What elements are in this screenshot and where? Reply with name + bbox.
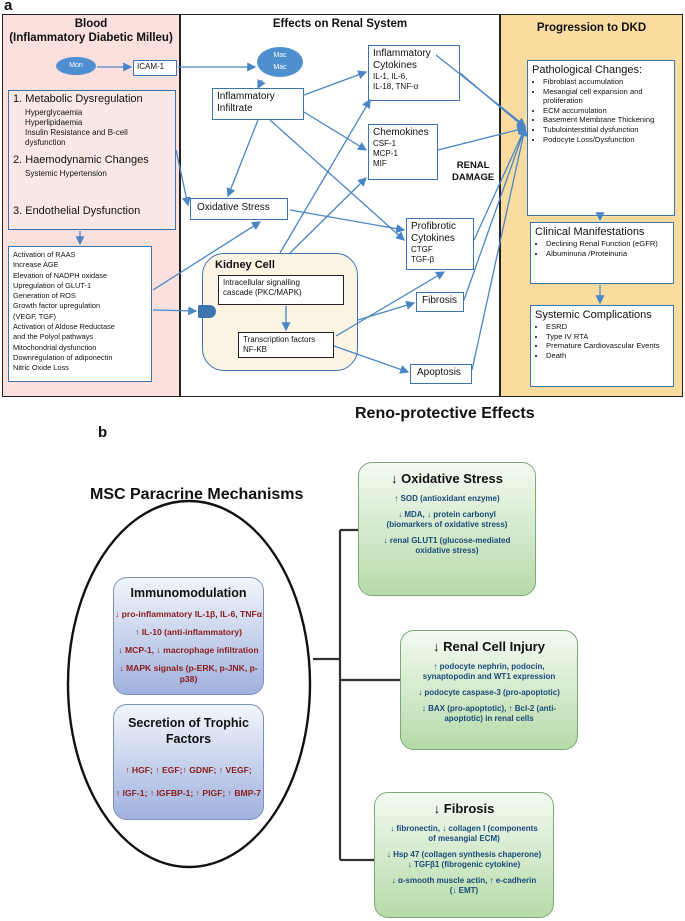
fibrosis-box: Fibrosis [416, 292, 464, 312]
renal-item: ↓ BAX (pro-apoptotic), ↑ Bcl-2 (anti-apo… [421, 704, 557, 723]
reno-protective-title: Reno-protective Effects [355, 405, 535, 422]
mechanism-item: Nitric Oxide Loss [13, 363, 69, 373]
systemic-item: ESRD [546, 322, 669, 332]
panel-a-label: a [4, 0, 13, 14]
patho-item: ECM accumulation [543, 106, 670, 116]
renal-item: ↑ podocyte nephrin, podocin,synaptopodin… [422, 662, 556, 681]
chemokines-box: Chemokines CSF-1 MCP-1 MIF [368, 124, 438, 180]
systemic-item: Death [546, 351, 669, 361]
fib-item: ↓ α-smooth muscle actin, ↑ e-cadherin(↓ … [391, 876, 537, 895]
haemodynamic-sub: Systemic Hypertension [25, 169, 107, 178]
mechanism-item: Mitochondrial dysfunction [13, 342, 97, 352]
patho-item: Tubulointerstitial dysfunction [543, 125, 670, 135]
pathological-changes-box: Pathological Changes: Fibroblast accumul… [527, 60, 675, 216]
dkd-title: Progression to DKD [536, 22, 647, 34]
renal-title: Effects on Renal System [272, 18, 408, 30]
immunomodulation-box: Immunomodulation ↓ pro-inflammatory IL-1… [113, 577, 264, 695]
kidney-cell-title: Kidney Cell [215, 259, 275, 271]
panel-b-label: b [98, 424, 108, 441]
mechanism-item: Increase AGE [13, 260, 59, 270]
profibrotic-cytokines-box: Profibrotic Cytokines CTGF TGF-β [406, 218, 474, 270]
renal-item: ↓ podocyte caspase-3 (pro-apoptotic) [418, 688, 560, 697]
trophic-title-2: Factors [165, 732, 212, 746]
oxidative-stress-effect-box: ↓ Oxidative Stress ↑ SOD (antioxidant en… [358, 462, 536, 596]
metabolic-sub-2: Hyperlipidaemia [25, 118, 83, 127]
patho-item: Podocyte Loss/Dysfunction [543, 135, 670, 145]
immuno-item: ↓ pro-inflammatory IL-1β, IL-6, TNFα [114, 609, 263, 619]
blood-factors: 1. Metabolic Dysregulation Hyperglycaemi… [8, 90, 176, 230]
mechanism-item: Activation of Aldose Reductase [13, 322, 115, 332]
renal-damage-label: RENAL DAMAGE [452, 160, 495, 183]
systemic-complications-box: Systemic Complications ESRD Type IV RTA … [530, 305, 674, 387]
blood-title: Blood [74, 18, 108, 30]
patho-item: Fibroblast accumulation [543, 77, 670, 87]
fib-item: ↓ Hsp 47 (collagen synthesis chaperone)↓… [386, 850, 542, 869]
blood-subtitle: (Inflammatory Diabetic Milleu) [9, 32, 173, 44]
oxid-item: ↓ MDA, ↓ protein carbonyl(biomarkers of … [386, 510, 508, 529]
receptor-icon [198, 305, 216, 318]
mechanism-item: Activation of RAAS [13, 250, 76, 259]
signalling-box: Intracellular signalling cascade (PKC/MA… [218, 275, 344, 305]
fibrosis-effect-box: ↓ Fibrosis ↓ fibronectin, ↓ collagen I (… [374, 792, 554, 918]
systemic-item: Premature Cardiovascular Events [546, 341, 669, 351]
msc-mechanisms-title: MSC Paracrine Mechanisms [90, 486, 304, 503]
clinical-item: Declining Renal Function (eGFR) [546, 239, 669, 249]
oxidative-stress-box: Oxidative Stress [190, 198, 288, 220]
haemodynamic-heading: 2. Haemodynamic Changes [13, 154, 149, 166]
patho-item: Mesangial cell expansion and proliferati… [543, 87, 670, 106]
oxidative-stress-effect-title: ↓ Oxidative Stress [391, 471, 503, 486]
transcription-box: Transcription factors NF-KB [238, 332, 334, 358]
clinical-manifestations-box: Clinical Manifestations Declining Renal … [530, 222, 674, 284]
renal-cell-injury-box: ↓ Renal Cell Injury ↑ podocyte nephrin, … [400, 630, 578, 750]
metabolic-heading: 1. Metabolic Dysregulation [13, 93, 143, 105]
patho-item: Basement Membrane Thickening [543, 115, 670, 125]
metabolic-sub-4: dysfunction [25, 138, 66, 147]
mechanism-item: Generation of ROS [13, 291, 76, 301]
monocyte-cloud: Mon [56, 57, 96, 75]
immuno-item: ↓ MAPK signals (p-ERK, p-JNK, p-p38) [119, 663, 258, 684]
immunomodulation-title: Immunomodulation [130, 586, 247, 600]
mechanism-item: Growth factor upregulation [13, 301, 101, 311]
metabolic-sub-3: Insulin Resistance and B-cell [25, 128, 128, 137]
trophic-factors-box: Secretion of Trophic Factors ↑ HGF; ↑ EG… [113, 704, 264, 820]
trophic-item: ↑ HGF; ↑ EGF;↑ GDNF; ↑ VEGF; [125, 765, 252, 775]
mechanisms-box: Activation of RAAS Increase AGE Elevatio… [8, 246, 152, 382]
mechanism-item: Elevation of NADPH oxidase [13, 270, 108, 280]
renal-cell-injury-title: ↓ Renal Cell Injury [433, 639, 545, 654]
trophic-item: ↑ IGF-1; ↑ IGFBP-1; ↑ PIGF; ↑ BMP-7 [115, 788, 262, 798]
fibrosis-effect-title: ↓ Fibrosis [433, 801, 495, 816]
inflammatory-infiltrate-box: Inflammatory Infiltrate [212, 88, 304, 120]
clinical-item: Albuminuria /Proteinuria [546, 249, 669, 259]
icam-box: ICAM-1 [133, 60, 177, 76]
mechanism-item: (VEGF, TGF) [13, 311, 56, 321]
oxid-item: ↑ SOD (antioxidant enzyme) [394, 494, 500, 503]
mechanism-item: Upregulation of GLUT-1 [13, 280, 92, 290]
trophic-title-1: Secretion of Trophic [128, 716, 249, 730]
apoptosis-box: Apoptosis [410, 364, 472, 384]
immuno-item: ↑ IL-10 (anti-inflammatory) [135, 627, 242, 637]
systemic-item: Type IV RTA [546, 332, 669, 342]
mechanism-item: and the Polyol pathways [13, 332, 94, 342]
immuno-item: ↓ MCP-1, ↓ macrophage infiltration [118, 645, 259, 655]
metabolic-sub-1: Hyperglycaemia [25, 108, 83, 117]
inflammatory-cytokines-box: Inflammatory Cytokines IL-1, IL-6, IL-18… [368, 45, 460, 101]
endothelial-heading: 3. Endothelial Dysfunction [13, 205, 141, 217]
mechanism-item: Downregulation of adiponectin [13, 352, 113, 362]
